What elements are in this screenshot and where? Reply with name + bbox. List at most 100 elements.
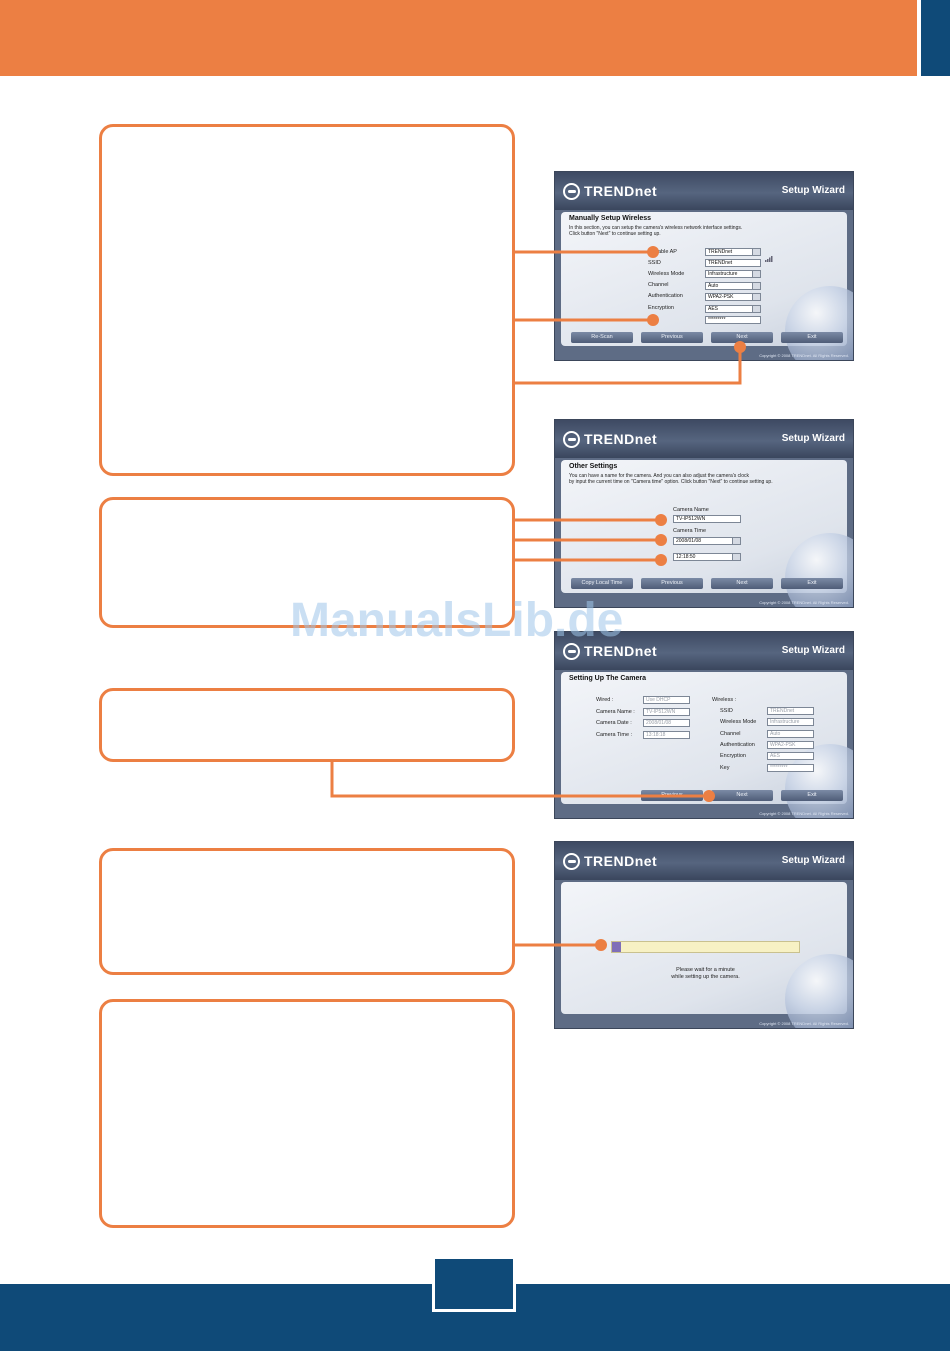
rescan-button[interactable]: Re-Scan	[571, 332, 633, 343]
copyright-text: Copyright © 2008 TRENDnet. All Rights Re…	[759, 811, 849, 816]
logo-text: TRENDnet	[584, 853, 658, 869]
trendnet-logo-icon	[563, 430, 580, 448]
wizard-title: Setup Wizard	[781, 855, 845, 866]
connector-dot	[595, 939, 607, 951]
wizard-panel: Please wait for a minute while setting u…	[561, 882, 853, 1028]
connector-dot	[655, 554, 667, 566]
copyright-text: Copyright © 2008 TRENDnet. All Rights Re…	[759, 600, 849, 605]
copyright-text: Copyright © 2008 TRENDnet. All Rights Re…	[759, 1021, 849, 1026]
camera-date-label: Camera Date :	[596, 720, 632, 726]
wired-label: Wired :	[596, 697, 614, 703]
wired-value: Use DHCP	[643, 696, 690, 704]
connector-dot	[655, 534, 667, 546]
step-box-2	[99, 497, 515, 628]
exit-button[interactable]: Exit	[781, 578, 843, 589]
trendnet-logo-icon	[563, 852, 580, 870]
ssid-label: SSID	[648, 260, 661, 266]
header-accent	[921, 0, 950, 76]
section-title: Other Settings	[569, 463, 618, 470]
exit-button[interactable]: Exit	[781, 332, 843, 343]
section-desc-1: You can have a name for the camera. And …	[569, 473, 750, 479]
trendnet-logo: TRENDnet	[563, 181, 657, 201]
next-button[interactable]: Next	[711, 332, 773, 343]
section-title: Manually Setup Wireless	[569, 215, 652, 222]
camera-name-value: TV-IP512WN	[643, 708, 690, 716]
copy-local-time-button[interactable]: Copy Local Time	[571, 578, 633, 589]
chevron-down-icon	[752, 283, 760, 289]
wizard-header: TRENDnet Setup Wizard	[555, 172, 853, 210]
page-number-box	[432, 1256, 516, 1312]
signal-strength-icon	[765, 249, 773, 262]
ssid-input[interactable]: TRENDnet	[705, 259, 761, 267]
camera-time-input[interactable]: 12:18:50	[673, 553, 741, 561]
step-box-4	[99, 848, 515, 975]
screenshot-progress: TRENDnet Setup Wizard Please wait for a …	[554, 841, 854, 1029]
copyright-text: Copyright © 2008 TRENDnet. All Rights Re…	[759, 353, 849, 358]
screenshot-wireless-setup: TRENDnet Setup Wizard Manually Setup Wir…	[554, 171, 854, 361]
available-ap-label: able AP	[658, 249, 677, 255]
wizard-title: Setup Wizard	[781, 645, 845, 656]
next-button[interactable]: Next	[711, 790, 773, 801]
section-desc-2: by input the current time on "Camera tim…	[569, 479, 773, 485]
step-box-3	[99, 688, 515, 762]
authentication-select[interactable]: WPA2-PSK	[705, 293, 761, 301]
camera-name-label: Camera Name :	[596, 709, 635, 715]
available-ap-select[interactable]: TRENDnet	[705, 248, 761, 256]
encryption-label: Encryption	[720, 753, 746, 759]
wizard-panel: Other Settings You can have a name for t…	[561, 460, 853, 607]
next-button[interactable]: Next	[711, 578, 773, 589]
encryption-select[interactable]: AES	[705, 305, 761, 313]
section-title: Setting Up The Camera	[569, 675, 647, 682]
ssid-label: SSID	[720, 708, 733, 714]
wireless-mode-select[interactable]: Infrastructure	[705, 270, 761, 278]
connector-dot	[703, 790, 715, 802]
wizard-panel: Setting Up The Camera Wired : Use DHCP C…	[561, 672, 853, 818]
progress-bar	[611, 941, 800, 953]
ssid-value: TRENDnet	[767, 707, 814, 715]
trendnet-logo: TRENDnet	[563, 851, 657, 871]
connector-dot	[655, 514, 667, 526]
wait-line-1: Please wait for a minute	[676, 967, 735, 973]
camera-name-label: Camera Name	[673, 507, 709, 513]
wizard-title: Setup Wizard	[781, 433, 845, 444]
encryption-label: Encryption	[648, 305, 674, 311]
wait-line-2: while setting up the camera.	[671, 974, 740, 980]
exit-button[interactable]: Exit	[781, 790, 843, 801]
chevron-down-icon	[752, 249, 760, 255]
camera-name-input[interactable]: TV-IP512WN	[673, 515, 741, 523]
channel-label: Channel	[648, 282, 669, 288]
wizard-panel: Manually Setup Wireless In this section,…	[561, 212, 853, 360]
camera-time-label: Camera Time :	[596, 732, 633, 738]
authentication-value: WPA2-PSK	[767, 741, 814, 749]
wizard-header: TRENDnet Setup Wizard	[555, 420, 853, 458]
wizard-title: Setup Wizard	[781, 185, 845, 196]
wizard-header: TRENDnet Setup Wizard	[555, 632, 853, 670]
camera-date-input[interactable]: 2008/01/08	[673, 537, 741, 545]
wizard-header: TRENDnet Setup Wizard	[555, 842, 853, 880]
step-box-1	[99, 124, 515, 476]
trendnet-logo-icon	[563, 642, 580, 660]
section-desc-1: In this section, you can setup the camer…	[569, 225, 743, 231]
previous-button[interactable]: Previous	[641, 578, 703, 589]
camera-time-value: 13:18:18	[643, 731, 690, 739]
screenshot-setting-up-camera: TRENDnet Setup Wizard Setting Up The Cam…	[554, 631, 854, 819]
channel-value: Auto	[767, 730, 814, 738]
spinner-icon	[732, 538, 740, 544]
logo-text: TRENDnet	[584, 183, 658, 199]
progress-fill	[612, 942, 622, 952]
camera-time-label: Camera Time	[673, 528, 707, 534]
authentication-label: Authentication	[720, 742, 755, 748]
trendnet-logo: TRENDnet	[563, 429, 657, 449]
connector-dot	[734, 341, 746, 353]
key-label: Key	[720, 765, 730, 771]
wait-message: Please wait for a minute while setting u…	[611, 967, 800, 981]
key-input[interactable]: *********	[705, 316, 761, 324]
wireless-label: Wireless :	[712, 697, 737, 703]
channel-select[interactable]: Auto	[705, 282, 761, 290]
logo-text: TRENDnet	[584, 643, 658, 659]
chevron-down-icon	[752, 306, 760, 312]
trendnet-logo-icon	[563, 182, 580, 200]
trendnet-logo: TRENDnet	[563, 641, 657, 661]
previous-button[interactable]: Previous	[641, 332, 703, 343]
